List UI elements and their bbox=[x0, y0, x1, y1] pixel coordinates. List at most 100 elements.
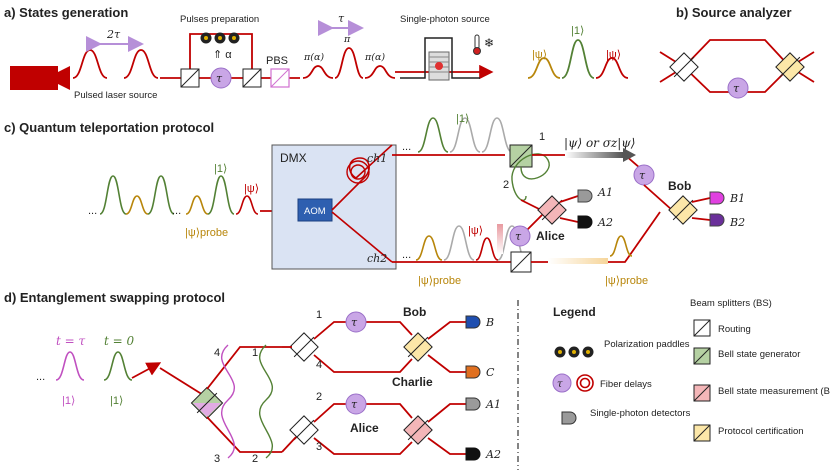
bs-bsm-icon bbox=[403, 415, 433, 445]
dots-2: ... bbox=[172, 205, 181, 217]
legend-cert-label: Protocol certification bbox=[718, 426, 804, 437]
ket-psi-in: |ψ⟩ bbox=[244, 183, 259, 195]
pulse-green bbox=[103, 351, 133, 381]
bs-bell-generator-icon bbox=[190, 386, 224, 420]
n1-left: 1 bbox=[252, 347, 258, 359]
psi-probe-out: |ψ⟩probe bbox=[605, 275, 648, 287]
n1-top: 1 bbox=[316, 309, 322, 321]
port-1: 1 bbox=[539, 131, 545, 143]
pulse-pi-alpha-right bbox=[364, 65, 396, 79]
bs-certification-icon bbox=[403, 332, 433, 362]
n2-left: 2 bbox=[252, 453, 258, 465]
dmx-label: DMX bbox=[280, 151, 307, 165]
pbs-label: PBS bbox=[266, 55, 288, 67]
pi-alpha-right-label: π(α) bbox=[364, 52, 385, 63]
alpha-label: ⇑ α bbox=[213, 49, 232, 61]
a2-label: A2 bbox=[597, 216, 613, 229]
polarization-paddles-icon bbox=[200, 32, 240, 44]
detector-orange-icon bbox=[465, 365, 481, 379]
detector-purple-icon bbox=[709, 213, 725, 227]
svg-text:τ: τ bbox=[351, 316, 358, 329]
panel-a-title: a) States generation bbox=[4, 5, 128, 20]
ket-psi-left: |ψ⟩ bbox=[532, 49, 547, 61]
pi-label: π bbox=[343, 34, 351, 45]
laser-pulse-2 bbox=[123, 49, 159, 79]
detector-magenta-icon bbox=[709, 191, 725, 205]
panel-b: b) Source analyzer τ bbox=[659, 5, 815, 99]
n3-left: 3 bbox=[214, 453, 220, 465]
panel-c-title: c) Quantum teleportation protocol bbox=[4, 120, 214, 135]
pulse-green-3 bbox=[207, 175, 235, 215]
fiber-delay-icon: τ bbox=[727, 77, 749, 99]
laser-label: Pulsed laser source bbox=[74, 90, 157, 101]
bs-routing-icon bbox=[669, 52, 699, 82]
ket-psi-right: |ψ⟩ bbox=[606, 49, 621, 61]
legend-detectors-label: Single-photon detectors bbox=[590, 408, 691, 419]
fiber-delay-icon: τ bbox=[345, 393, 367, 415]
c-label: C bbox=[486, 366, 495, 379]
thermometer-icon bbox=[473, 34, 481, 55]
b1-label: B1 bbox=[729, 192, 745, 205]
pulse-magenta bbox=[55, 351, 85, 381]
panel-d-title: d) Entanglement swapping protocol bbox=[4, 290, 225, 305]
n2-bot: 2 bbox=[316, 391, 322, 403]
svg-text:τ: τ bbox=[639, 169, 646, 182]
ch2-fiber bbox=[331, 211, 393, 263]
dots-bot: ... bbox=[402, 249, 411, 261]
alice-label: Alice bbox=[536, 229, 565, 243]
dots-1: ... bbox=[88, 205, 97, 217]
bob-label-d: Bob bbox=[403, 305, 426, 319]
gray-arrow bbox=[565, 152, 623, 158]
panel-d: d) Entanglement swapping protocol t = τ … bbox=[4, 290, 519, 470]
charlie-label: Charlie bbox=[392, 375, 433, 389]
ket-one-top: |1⟩ bbox=[456, 113, 469, 125]
fiber-delay-icon: τ bbox=[345, 311, 367, 333]
detector-blue-icon bbox=[465, 315, 481, 329]
pulse-psi-left bbox=[527, 57, 561, 79]
fiber-delay-icon: τ bbox=[210, 67, 232, 89]
legend: Legend Polarization paddles τ Fiber dela… bbox=[552, 298, 830, 442]
n4-left: 4 bbox=[214, 347, 220, 359]
tau-top-label: τ bbox=[338, 12, 345, 25]
bs-bell-generator-icon bbox=[693, 347, 711, 365]
detector-black-icon bbox=[577, 215, 593, 229]
bs-bsm-icon bbox=[537, 195, 567, 225]
ket-psi-bot: |ψ⟩ bbox=[468, 225, 483, 237]
a1-label-d: A1 bbox=[485, 398, 501, 411]
a2-label-d: A2 bbox=[485, 448, 501, 461]
detector-gray-icon bbox=[561, 411, 577, 425]
two-tau-label: 2τ bbox=[106, 28, 121, 41]
legend-delays-label: Fiber delays bbox=[600, 379, 652, 390]
ket-one-green: |1⟩ bbox=[110, 395, 123, 407]
pi-alpha-left-label: π(α) bbox=[303, 52, 324, 63]
legend-bs-title: Beam splitters (BS) bbox=[690, 298, 772, 309]
bs-certification-icon bbox=[775, 52, 805, 82]
t-zero-label: t = 0 bbox=[104, 334, 135, 348]
output-states: |ψ⟩ or σz|ψ⟩ bbox=[564, 136, 635, 150]
analyzer-top-arm bbox=[683, 39, 791, 68]
panel-a: a) States generation Pulsed laser source… bbox=[4, 5, 629, 101]
bob-label: Bob bbox=[668, 179, 691, 193]
bs-bsm-icon bbox=[693, 384, 711, 402]
pulse-green-2 bbox=[147, 175, 175, 215]
fiber-loop-green bbox=[511, 153, 550, 201]
pulse-one bbox=[561, 39, 595, 79]
pulse-green-1 bbox=[99, 175, 127, 215]
pulse-gold-2 bbox=[185, 195, 209, 215]
aom-label: AOM bbox=[304, 206, 326, 217]
ket-one-magenta: |1⟩ bbox=[62, 395, 75, 407]
bs-routing-icon bbox=[289, 415, 319, 445]
pulse-pi-alpha-left bbox=[302, 65, 334, 79]
sps-label: Single-photon source bbox=[400, 14, 490, 25]
pulse-gold-1 bbox=[125, 195, 149, 215]
panel-b-title: b) Source analyzer bbox=[676, 5, 792, 20]
ket-one: |1⟩ bbox=[571, 25, 584, 37]
pulse-pi bbox=[334, 47, 364, 79]
bs-certification-icon bbox=[693, 424, 711, 442]
alice-label-d: Alice bbox=[350, 421, 379, 435]
single-photon-source-icon bbox=[400, 37, 480, 81]
svg-text:τ: τ bbox=[733, 82, 740, 95]
detector-black-icon bbox=[465, 447, 481, 461]
fiber-loop-icon bbox=[576, 374, 594, 392]
